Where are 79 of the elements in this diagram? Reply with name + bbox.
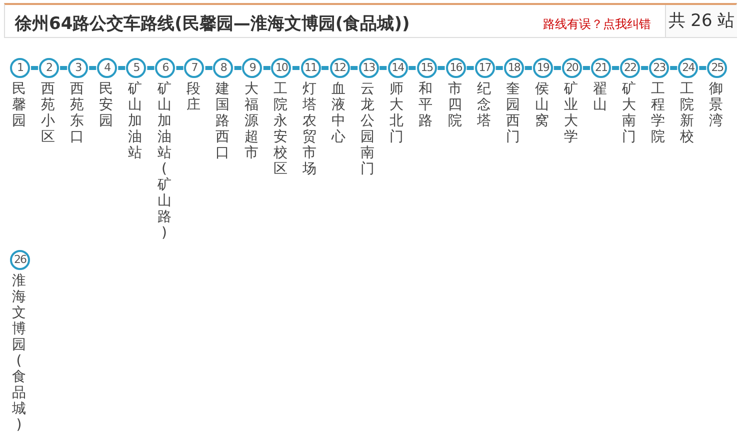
stop-circle: 19 <box>532 58 553 78</box>
stop-name: 矿业大学 <box>562 81 579 145</box>
route-connector <box>350 66 358 70</box>
stop-name: 民馨园 <box>11 81 27 129</box>
route-connector <box>699 66 706 70</box>
route-connector <box>670 66 678 70</box>
route-connector <box>292 66 300 70</box>
stop-name: 矿大南门 <box>621 81 638 145</box>
route-connector <box>60 66 68 70</box>
stop-circle: 22 <box>620 58 640 78</box>
stop-circle: 25 <box>707 58 728 78</box>
route-connector <box>89 66 96 70</box>
stop-circle: 16 <box>446 58 466 78</box>
stop-circle: 21 <box>591 58 611 78</box>
route-connector <box>263 66 270 70</box>
stop-name: 奎园西门 <box>504 81 521 145</box>
stop-name: 段庄 <box>185 81 202 113</box>
route-connector <box>31 66 38 70</box>
stop-name: 御景湾 <box>708 81 724 129</box>
stop-name: 灯塔农贸市场 <box>302 81 318 177</box>
route-connector <box>524 66 532 70</box>
route-connector <box>612 66 620 70</box>
report-error-link: 路线有误？点我纠错 <box>543 16 651 33</box>
route-connector <box>205 66 212 70</box>
route-connector <box>118 66 126 70</box>
stop-name: 市四院 <box>446 81 463 129</box>
route-connector <box>496 66 503 70</box>
stop-circle: 1 <box>10 58 30 78</box>
stop-name: 矿山加油站(矿山路) <box>156 81 172 241</box>
stop-name: 工院新校 <box>679 81 696 145</box>
stop-name: 翟山 <box>592 81 608 113</box>
stop-name: 西苑东口 <box>69 81 86 145</box>
stop-circle: 3 <box>68 58 88 78</box>
stop-name: 大福源超市 <box>243 81 260 161</box>
stop-name: 西苑小区 <box>40 81 56 145</box>
stop-name: 工院永安校区 <box>272 81 288 177</box>
stop-circle: 18 <box>504 58 524 78</box>
stop-name: 血液中心 <box>330 81 347 145</box>
stop-name: 云龙公园南门 <box>360 81 376 177</box>
stop-circle: 10 <box>271 58 292 78</box>
stop-name: 矿山加油站 <box>127 81 144 161</box>
stop-circle: 23 <box>649 58 670 78</box>
route-connector <box>466 66 474 70</box>
stop-name: 工程学院 <box>650 81 666 145</box>
stop-circle: 8 <box>213 58 234 78</box>
route-title: 徐州64路公交车路线(民馨园—淮海文博园(食品城)) <box>15 13 410 35</box>
stop-name: 建国路西口 <box>214 81 230 161</box>
route-connector <box>582 66 590 70</box>
stop-name: 民安园 <box>98 81 114 129</box>
route-connector <box>380 66 387 70</box>
route-connector <box>322 66 329 70</box>
route-connector <box>438 66 445 70</box>
stop-circle: 6 <box>155 58 176 78</box>
stop-circle: 11 <box>300 58 320 78</box>
stop-circle: 17 <box>474 58 495 78</box>
stop-circle: 9 <box>242 58 262 78</box>
stop-circle: 20 <box>562 58 582 78</box>
stop-circle: 15 <box>416 58 437 78</box>
stop-circle: 26 <box>10 250 30 270</box>
route-connector <box>234 66 242 70</box>
stop-name: 淮海文博园(食品城) <box>11 273 27 433</box>
route-connector <box>554 66 561 70</box>
stop-circle: 12 <box>330 58 350 78</box>
stop-circle: 24 <box>678 58 698 78</box>
stop-circle: 2 <box>39 58 60 78</box>
route-connector <box>408 66 416 70</box>
stop-name: 侯山窝 <box>534 81 550 129</box>
stop-circle: 5 <box>126 58 146 78</box>
stop-circle: 14 <box>388 58 408 78</box>
stop-circle: 7 <box>184 58 204 78</box>
route-connector <box>641 66 648 70</box>
stop-circle: 13 <box>358 58 379 78</box>
route-connector <box>147 66 154 70</box>
route-connector <box>176 66 184 70</box>
stop-count: 共 26 站 <box>665 5 737 37</box>
stop-name: 和平路 <box>418 81 434 129</box>
stop-name: 师大北门 <box>388 81 405 145</box>
stop-name: 纪念塔 <box>476 81 492 129</box>
stop-circle: 4 <box>97 58 118 78</box>
